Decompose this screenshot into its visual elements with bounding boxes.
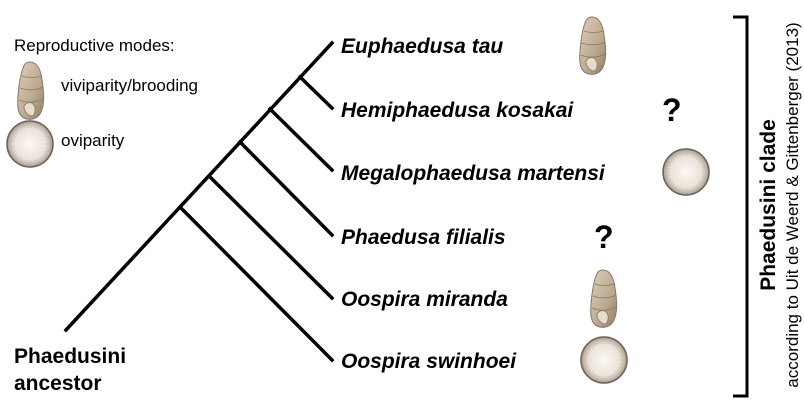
legend-label-viviparity: viviparity/brooding xyxy=(61,76,198,96)
branch-megalophaedusa xyxy=(270,109,332,170)
ancestor-label: Phaedusini ancestor xyxy=(14,343,126,397)
branch-hemiphaedusa xyxy=(300,77,332,108)
clade-title: Phaedusini clade xyxy=(756,22,782,387)
clade-bracket xyxy=(733,17,747,396)
legend-title: Reproductive modes: xyxy=(14,36,175,56)
branch-oospira-miranda xyxy=(209,176,332,298)
snail-shell-icon xyxy=(18,62,44,119)
egg-icon xyxy=(663,149,709,195)
taxon-hemiphaedusa-kosakai: Hemiphaedusa kosakai xyxy=(341,99,573,123)
taxon-phaedusa-filialis: Phaedusa filialis xyxy=(341,226,506,250)
clade-subtitle: according to Uit de Weerd & Gittenberger… xyxy=(782,22,804,387)
legend-label-oviparity: oviparity xyxy=(61,131,124,151)
taxon-euphaedusa-tau: Euphaedusa tau xyxy=(341,35,503,59)
taxon-oospira-miranda: Oospira miranda xyxy=(341,288,508,312)
snail-shell-icon xyxy=(580,17,606,74)
unknown-mode-mark: ? xyxy=(662,92,682,129)
ancestor-label-line2: ancestor xyxy=(14,370,126,397)
taxon-oospira-swinhoei: Oospira swinhoei xyxy=(341,350,516,374)
egg-icon xyxy=(7,121,53,167)
branch-oospira-swinhoei xyxy=(180,207,332,360)
ancestor-label-line1: Phaedusini xyxy=(14,343,126,370)
snail-shell-icon xyxy=(591,270,617,327)
egg-icon xyxy=(581,337,627,383)
taxon-megalophaedusa-martensi: Megalophaedusa martensi xyxy=(341,162,605,186)
unknown-mode-mark: ? xyxy=(594,219,614,256)
